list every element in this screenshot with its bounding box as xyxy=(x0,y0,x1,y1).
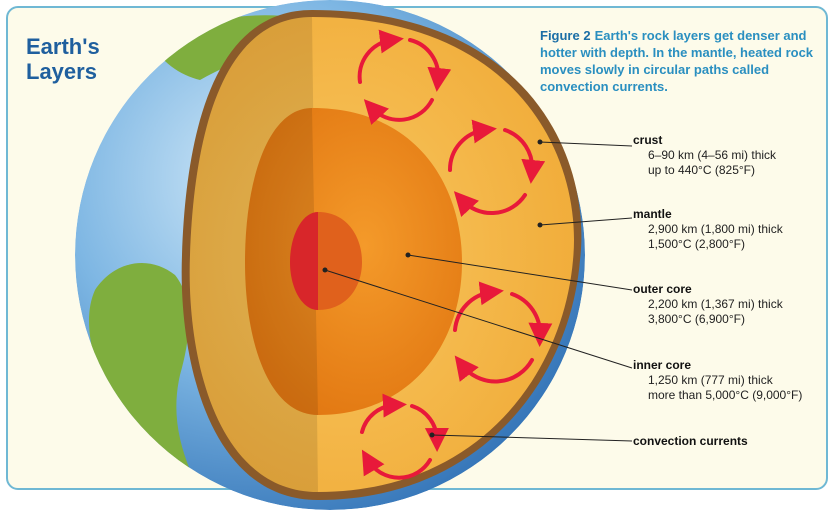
mantle-thickness: 2,900 km (1,800 mi) thick xyxy=(648,222,783,236)
convection-arrows xyxy=(357,29,553,480)
mantle-temperature: 1,500°C (2,800°F) xyxy=(648,237,745,251)
outer-core-thickness: 2,200 km (1,367 mi) thick xyxy=(648,297,783,311)
inner-core-leader xyxy=(324,269,633,369)
outer-core-shadow xyxy=(245,108,318,415)
crust-label-name: crust xyxy=(633,133,663,147)
inner-core-label: inner core 1,250 km (777 mi) thick more … xyxy=(633,358,802,403)
outer-core-label: outer core 2,200 km (1,367 mi) thick 3,8… xyxy=(633,282,783,327)
crust-leader xyxy=(539,141,633,147)
convection-leader xyxy=(431,434,633,442)
leader-dots xyxy=(322,139,543,438)
convection-label: convection currents xyxy=(633,434,748,449)
inner-core-label-name: inner core xyxy=(633,358,692,372)
mantle-leader xyxy=(539,217,633,226)
land-west xyxy=(88,263,190,470)
outer-core-temperature: 3,800°C (6,900°F) xyxy=(648,312,745,326)
leader-lines xyxy=(324,141,633,442)
cutaway xyxy=(181,10,582,500)
diagram-title: Earth's Layers xyxy=(26,34,100,84)
inner-core-temperature: more than 5,000°C (9,000°F) xyxy=(648,388,803,402)
figure-number: Figure 2 xyxy=(540,28,591,43)
caption-text: Earth's rock layers get denser and hotte… xyxy=(540,28,814,94)
convection-label-name: convection currents xyxy=(633,434,748,448)
convection-circle xyxy=(453,281,553,384)
crust-label: crust 6–90 km (4–56 mi) thick up to 440°… xyxy=(633,133,776,178)
convection-circle xyxy=(447,119,546,217)
inner-core-thickness: 1,250 km (777 mi) thick xyxy=(648,373,773,387)
inner-core-center xyxy=(290,212,318,310)
outer-core-leader xyxy=(407,254,633,291)
convection-circle xyxy=(357,29,452,125)
mantle-label: mantle 2,900 km (1,800 mi) thick 1,500°C… xyxy=(633,207,783,252)
crust-temperature: up to 440°C (825°F) xyxy=(648,163,755,177)
mantle-label-name: mantle xyxy=(633,207,672,221)
outer-core-label-name: outer core xyxy=(633,282,692,296)
crust-thickness: 6–90 km (4–56 mi) thick xyxy=(648,148,777,162)
